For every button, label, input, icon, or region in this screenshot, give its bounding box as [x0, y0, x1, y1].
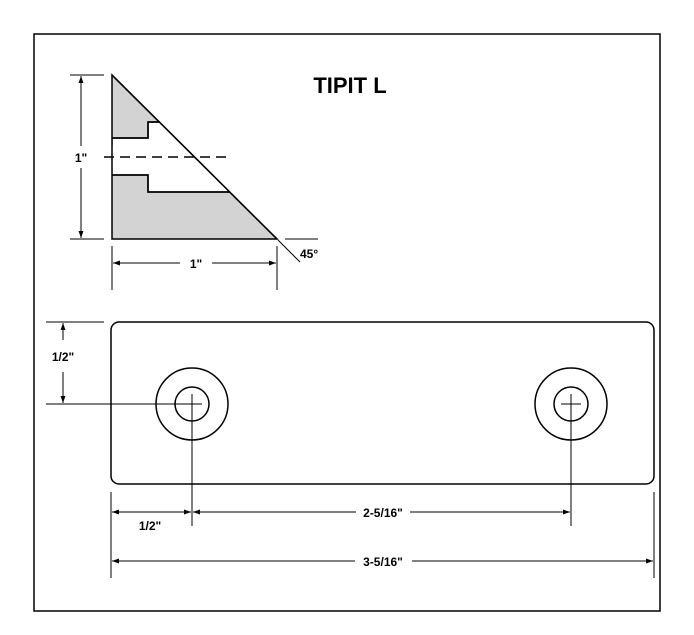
- hole-spacing-label: 2-5/16": [363, 506, 403, 520]
- edge-vertical-label: 1/2": [52, 350, 74, 364]
- section-fill-lower: [112, 175, 277, 239]
- angle-line: [277, 239, 301, 263]
- drawing-frame: [33, 33, 661, 612]
- width-label: 1": [190, 257, 202, 271]
- angle-label: 45°: [300, 247, 318, 261]
- height-label: 1": [75, 151, 87, 165]
- overall-length-label: 3-5/16": [363, 555, 403, 569]
- bore-edges: [112, 121, 230, 193]
- side-view: 1" 1" 45°: [70, 73, 318, 290]
- edge-horizontal-label: 1/2": [139, 519, 161, 533]
- drawing-title: TIPIT L: [313, 73, 386, 98]
- top-view: 1/2" 1/2" 2-5/16" 3-5/16": [46, 321, 655, 578]
- triangle-hypotenuse: [111, 74, 278, 240]
- plate-outline: [110, 321, 655, 485]
